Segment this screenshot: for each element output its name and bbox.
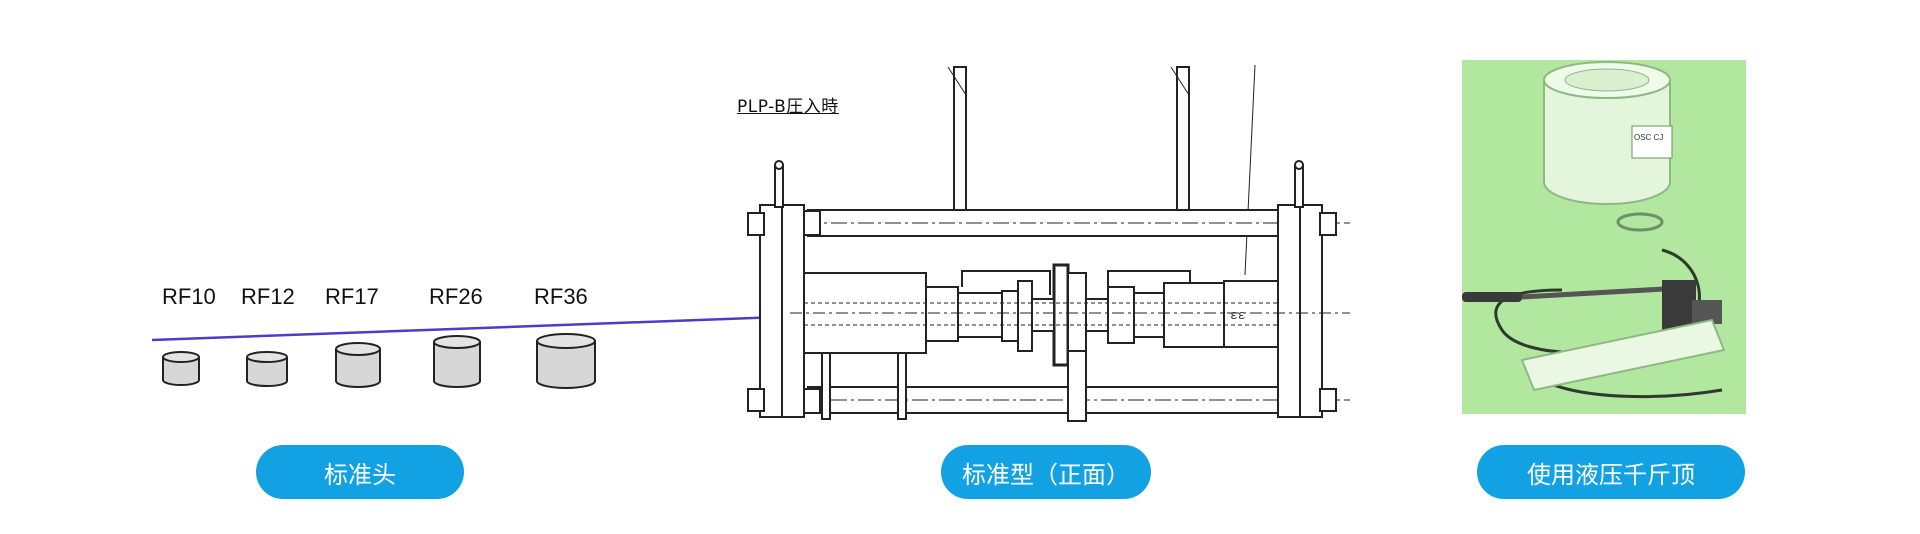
caption-hydraulic-jack: 使用液压千斤顶	[1477, 445, 1745, 499]
rf26-label: RF26	[429, 284, 483, 309]
drawing-title: PLP-B圧入時	[737, 97, 839, 117]
rf12-head	[246, 351, 288, 387]
rf36-head	[536, 333, 596, 389]
hydraulic-jack-photo: OSC CJ	[1462, 60, 1746, 414]
rf12-label: RF12	[241, 284, 295, 309]
rf36-label: RF36	[534, 284, 588, 309]
nameplate-text: OSC CJ	[1634, 133, 1663, 142]
caption-standard-heads: 标准头	[256, 445, 464, 499]
rf10-label: RF10	[162, 284, 216, 309]
front-view-drawing: εε	[747, 64, 1350, 422]
rf10-head	[162, 351, 200, 386]
caption-front-view: 标准型（正面）	[941, 445, 1151, 499]
jack-illustration: OSC CJ	[1462, 61, 1726, 399]
rf17-label: RF17	[325, 284, 379, 309]
rf17-head	[335, 342, 381, 388]
rf26-head	[433, 335, 481, 388]
svg-text:εε: εε	[1230, 308, 1246, 323]
heads-drawing	[162, 333, 596, 389]
